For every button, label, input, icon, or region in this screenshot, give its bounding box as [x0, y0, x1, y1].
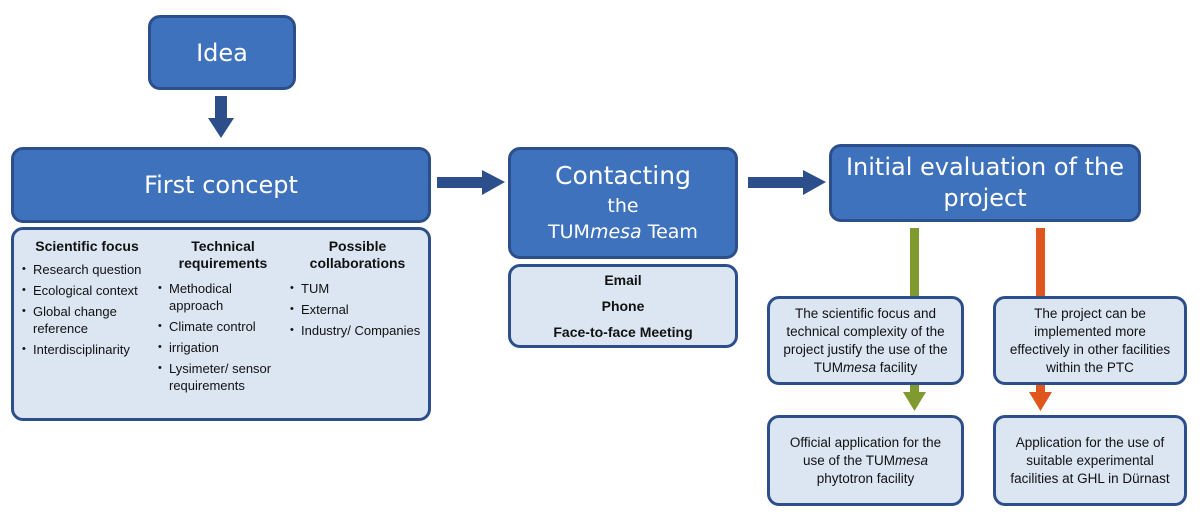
- other-facilities-text: The project can be implemented more effe…: [1009, 305, 1171, 375]
- list-item: Industry/ Companies: [290, 322, 425, 339]
- justify-use-box: The scientific focus and technical compl…: [767, 296, 964, 385]
- official-application-box: Official application for the use of the …: [767, 415, 964, 506]
- evaluation-label: Initial evaluation of the project: [845, 153, 1125, 212]
- first-concept-box: First concept: [11, 147, 431, 223]
- arrow-green: [903, 228, 926, 411]
- evaluation-box: Initial evaluation of the project: [829, 144, 1141, 222]
- contacting-line-1: Contacting: [555, 161, 691, 190]
- possible-collaborations-title: Possible collaborations: [309, 238, 406, 271]
- contacting-line-3: TUMmesa Team: [548, 221, 698, 243]
- scientific-focus-column: Scientific focus Research question Ecolo…: [22, 238, 152, 362]
- technical-requirements-column: Technical requirements Methodical approa…: [158, 238, 288, 398]
- arrow-right-contacting: [748, 170, 826, 195]
- list-item: External: [290, 301, 425, 318]
- list-item: TUM: [290, 280, 425, 297]
- list-item: Research question: [22, 261, 152, 278]
- possible-collaborations-column: Possible collaborations TUM External Ind…: [290, 238, 425, 343]
- contacting-box: Contacting the TUMmesa Team: [508, 147, 738, 259]
- ghl-application-box: Application for the use of suitable expe…: [993, 415, 1187, 506]
- justify-use-text: The scientific focus and technical compl…: [783, 305, 948, 375]
- contact-method-email: Email: [604, 272, 642, 288]
- idea-box: Idea: [148, 15, 296, 90]
- concept-details-box: Scientific focus Research question Ecolo…: [11, 227, 431, 421]
- idea-label: Idea: [196, 38, 248, 67]
- contact-methods-box: Email Phone Face-to-face Meeting: [508, 264, 738, 348]
- list-item: Interdisciplinarity: [22, 341, 152, 358]
- list-item: Ecological context: [22, 282, 152, 299]
- ghl-application-text: Application for the use of suitable expe…: [1010, 434, 1170, 486]
- contact-method-meeting: Face-to-face Meeting: [553, 324, 693, 340]
- contact-method-phone: Phone: [601, 298, 645, 314]
- list-item: Methodical approach: [158, 280, 288, 314]
- list-item: Global change reference: [22, 303, 152, 337]
- contacting-line-2: the: [607, 195, 639, 217]
- official-application-text: Official application for the use of the …: [789, 434, 942, 486]
- arrow-orange: [1029, 228, 1052, 411]
- list-item: Lysimeter/ sensor requirements: [158, 360, 288, 394]
- list-item: irrigation: [158, 339, 288, 356]
- list-item: Climate control: [158, 318, 288, 335]
- arrow-down-idea: [208, 96, 234, 138]
- other-facilities-box: The project can be implemented more effe…: [993, 296, 1187, 385]
- first-concept-label: First concept: [144, 171, 298, 199]
- scientific-focus-title: Scientific focus: [35, 238, 139, 254]
- technical-requirements-title: Technical requirements: [178, 238, 268, 271]
- arrow-right-concept: [437, 170, 505, 195]
